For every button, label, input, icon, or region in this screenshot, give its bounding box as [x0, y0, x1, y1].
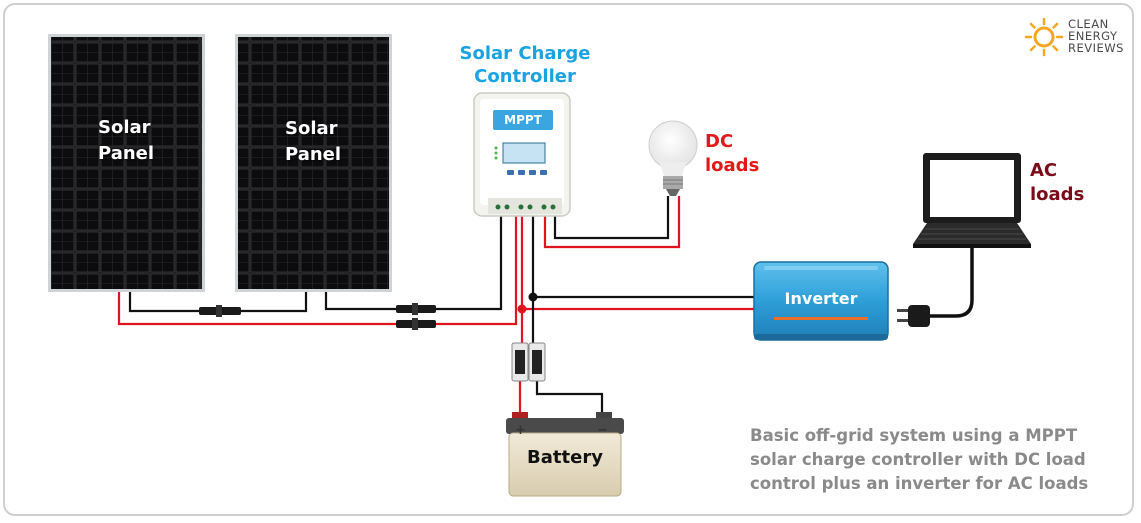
dc-load-positive-wire	[543, 196, 681, 249]
panel-label-line: Panel	[98, 143, 155, 164]
battery-negative-wire	[531, 213, 756, 299]
mc4-connector-icon	[396, 303, 436, 330]
caption-line: control plus an inverter for AC loads	[750, 474, 1089, 493]
caption-line: Basic off-grid system using a MPPT	[750, 426, 1078, 445]
diagram-frame	[3, 3, 1134, 516]
panel-label-line: Solar	[285, 118, 338, 139]
dc-loads-line: DC	[705, 131, 734, 152]
charge-controller-icon	[473, 92, 571, 217]
battery-positive-wire	[520, 213, 756, 311]
controller-title-line: Controller	[474, 66, 576, 87]
battery-plus-sign: +	[515, 423, 526, 438]
battery-label: Battery	[527, 447, 603, 468]
fuse-icon	[511, 342, 529, 382]
logo-line: ENERGY	[1068, 29, 1118, 43]
inverter-label: Inverter	[784, 289, 858, 308]
dc-loads-line: loads	[705, 155, 760, 176]
wiring	[117, 196, 974, 416]
logo-line: CLEAN	[1068, 17, 1109, 31]
caption: Basic off-grid system using a MPPT solar…	[750, 424, 1088, 496]
controller-title: Solar Charge Controller	[455, 42, 595, 88]
dc-loads-label: DC loads	[705, 130, 759, 178]
solar-panel-2	[235, 34, 392, 292]
logo-text: CLEAN ENERGY REVIEWS	[1068, 18, 1124, 54]
logo-line: REVIEWS	[1068, 41, 1124, 55]
ac-loads-line: loads	[1030, 184, 1085, 205]
sun-logo-icon	[1024, 17, 1064, 57]
inverter-icon	[753, 261, 889, 341]
power-plug-icon	[897, 305, 930, 327]
ac-loads-line: AC	[1030, 160, 1058, 181]
positive-junction	[517, 304, 527, 314]
battery-minus-sign: −	[597, 423, 608, 438]
laptop-icon	[913, 153, 1031, 248]
mc4-connector-icon	[199, 305, 241, 317]
panel-label-line: Solar	[98, 117, 151, 138]
mppt-badge: MPPT	[504, 113, 542, 127]
dc-load-negative-wire	[553, 196, 670, 240]
negative-junction	[528, 292, 538, 302]
fuse-icon	[528, 342, 546, 382]
panel-label-line: Panel	[285, 144, 342, 165]
solar-panel-2-label: Solar Panel	[285, 116, 341, 168]
pv-positive-wire	[117, 213, 518, 326]
solar-panel-1	[48, 34, 205, 292]
fuse-to-battery-negative	[535, 380, 604, 416]
light-bulb-icon	[648, 120, 698, 196]
caption-line: solar charge controller with DC load	[750, 450, 1086, 469]
solar-panel-1-label: Solar Panel	[98, 115, 154, 167]
ac-cable	[930, 248, 974, 318]
ac-loads-label: AC loads	[1030, 159, 1084, 207]
controller-title-line: Solar Charge	[459, 43, 591, 64]
battery-icon	[506, 412, 624, 497]
